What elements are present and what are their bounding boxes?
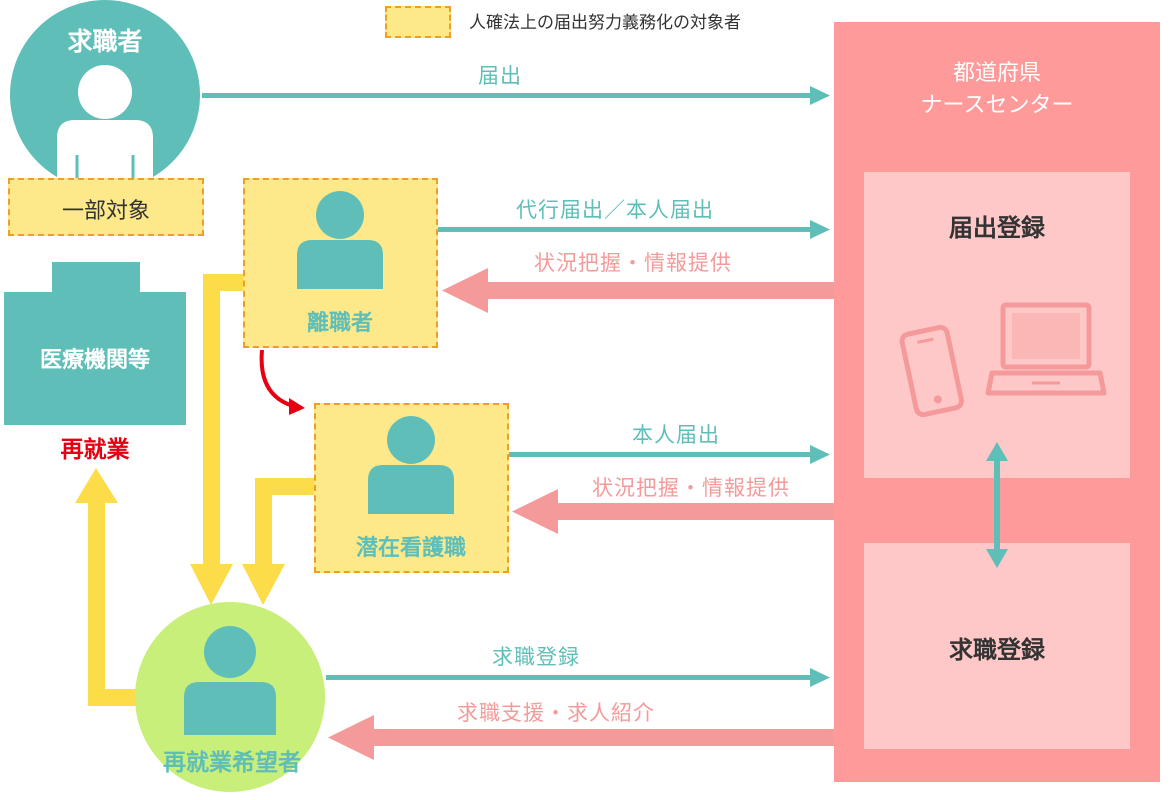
partial-target-label: 一部対象	[61, 199, 151, 224]
legend-text: 人確法上の届出努力義務化の対象者	[469, 13, 741, 33]
job-registration-label: 求職登録	[949, 636, 1045, 664]
hopeful-person-icon	[184, 626, 276, 735]
center-title-line2: ナースセンター	[920, 93, 1074, 118]
smartphone-icon	[899, 324, 965, 418]
yellow-arrows	[75, 274, 317, 706]
medical-building-icon	[4, 262, 186, 425]
reemployment-label: 再就業	[60, 437, 130, 463]
arrow-label-self-notify: 本人届出	[632, 423, 720, 447]
latent-nurse-label: 潜在看護職	[355, 536, 467, 561]
center-title-line1: 都道府県	[952, 61, 1042, 86]
legend-swatch	[385, 6, 451, 38]
partial-target-tag	[8, 178, 204, 236]
arrow-label-notify: 届出	[478, 64, 522, 88]
arrow-label-status-info-1: 状況把握・情報提供	[534, 251, 732, 275]
pink-arrows	[328, 268, 834, 760]
job-registration-panel	[864, 543, 1130, 749]
registration-panel	[864, 172, 1130, 478]
registration-label: 届出登録	[949, 214, 1045, 242]
arrow-label-status-info-2: 状況把握・情報提供	[592, 476, 790, 500]
medical-title: 医療機関等	[39, 348, 151, 373]
job-seeker-title: 求職者	[67, 27, 143, 56]
arrow-label-job-registration: 求職登録	[492, 645, 580, 669]
laptop-icon	[985, 302, 1107, 396]
arrow-label-job-support: 求職支援・求人紹介	[457, 701, 655, 725]
teal-arrows	[202, 86, 830, 687]
double-arrow-registration	[986, 442, 1008, 568]
transition-curve-arrow	[259, 349, 305, 415]
job-seeker-person-icon	[57, 65, 153, 178]
hopeful-label: 再就業希望者	[163, 750, 301, 776]
arrow-label-proxy-notify: 代行届出／本人届出	[516, 198, 714, 222]
retiree-label: 離職者	[306, 311, 374, 336]
